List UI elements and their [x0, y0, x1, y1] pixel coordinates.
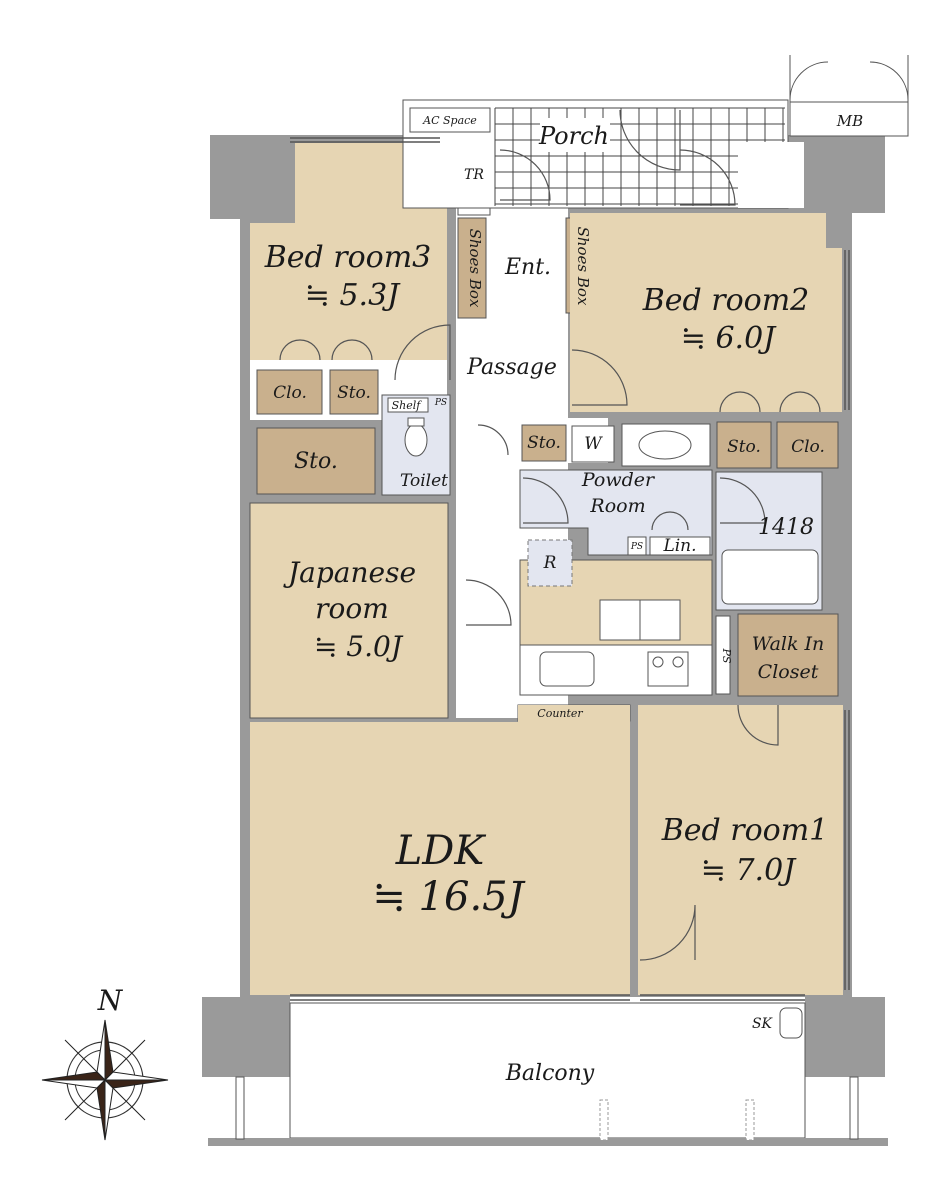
linen-label: Lin. — [662, 536, 696, 556]
sto-bedroom3 — [329, 369, 379, 415]
compass-north-label: N — [97, 984, 124, 1017]
wall-column-sw — [202, 997, 290, 1077]
japanese-room-area — [249, 502, 449, 719]
porch-corner — [738, 142, 804, 208]
drain-right — [745, 1099, 755, 1141]
powder-room-label-1: Powder — [581, 469, 656, 491]
porch-grid — [494, 107, 785, 206]
door-swings — [279, 109, 821, 961]
fridge-space — [527, 539, 573, 587]
walk-in-closet — [737, 613, 839, 697]
balcony-area — [289, 1002, 806, 1139]
clo-bedroom2 — [776, 421, 839, 469]
fridge-label: R — [543, 553, 557, 573]
sto-label-kitchen: Sto. — [527, 433, 561, 453]
bedroom2-area — [570, 213, 842, 412]
balcony-label: Balcony — [505, 1061, 595, 1086]
walk-in-closet-label-1: Walk In — [752, 633, 825, 655]
balcony-post-right — [849, 1076, 859, 1140]
clo-label-bedroom2: Clo. — [791, 437, 825, 457]
burner-icon — [672, 656, 684, 668]
wall-column-ne — [805, 135, 885, 213]
sto-large — [256, 427, 376, 495]
balcony-rail — [208, 1138, 888, 1146]
sto-label-bedroom3: Sto. — [337, 383, 371, 403]
bath-label: 1418 — [758, 515, 814, 540]
shoes-box-right-label: Shoes Box — [574, 227, 592, 306]
ps-label-wic: PS — [720, 648, 733, 664]
bedroom2-name: Bed room2 — [642, 283, 810, 318]
toilet-bowl-icon — [404, 423, 428, 457]
porch-label: Porch — [538, 122, 609, 150]
japanese-room-name-1: Japanese — [283, 556, 416, 589]
basin-icon — [638, 430, 692, 460]
ac-space-label: AC Space — [422, 114, 477, 127]
japanese-room-size: ≒ 5.0J — [314, 630, 404, 663]
shoes-box-left — [457, 217, 487, 319]
linen-box — [649, 536, 711, 556]
mb-doors — [789, 61, 909, 101]
mb-box — [789, 101, 909, 137]
ps-box-wic — [715, 615, 731, 695]
bedroom3-notch — [250, 143, 295, 223]
bathtub — [721, 549, 819, 605]
clo-label-bedroom3: Clo. — [273, 383, 307, 403]
walk-in-closet-label-2: Closet — [758, 661, 819, 683]
stove-icon — [647, 651, 689, 687]
counter-label: Counter — [537, 707, 583, 720]
entrance-label: Ent. — [504, 255, 551, 280]
bedroom1-size: ≒ 7.0J — [701, 853, 797, 888]
clo-bedroom3 — [256, 369, 323, 415]
shoes-box-left-label: Shoes Box — [466, 229, 484, 308]
kitchen-sink-icon — [539, 651, 595, 687]
passage-label: Passage — [466, 355, 557, 380]
ps-label-toilet: PS — [434, 398, 447, 408]
sto-label-bedroom2: Sto. — [727, 437, 761, 457]
burner-icon — [652, 656, 664, 668]
bedroom1-area — [638, 705, 843, 995]
shelf — [387, 397, 429, 413]
sk-sink-icon — [779, 1007, 803, 1039]
ldk-area — [250, 705, 630, 995]
sk-label: SK — [752, 1016, 774, 1032]
windows — [290, 137, 850, 1001]
ldk-size: ≒ 16.5J — [372, 874, 525, 920]
japanese-room-name-2: room — [315, 592, 389, 625]
drain-left — [599, 1099, 609, 1141]
toilet-tank-icon — [407, 417, 425, 427]
bedroom2-size: ≒ 6.0J — [681, 321, 777, 356]
mb-label: MB — [836, 112, 863, 130]
tr-label: TR — [464, 167, 484, 183]
wall-column-se — [805, 997, 885, 1077]
ldk-name: LDK — [395, 828, 487, 874]
toilet-label: Toilet — [400, 471, 448, 491]
shelf-label: Shelf — [392, 399, 423, 412]
washer-box — [571, 425, 615, 463]
porch-label-bg — [540, 118, 610, 152]
powder-room-area — [519, 469, 713, 556]
ps-label-powder: PS — [630, 542, 643, 552]
mb-door-leaves — [789, 55, 909, 102]
bedroom1-name: Bed room1 — [661, 813, 829, 848]
bedroom3-size: ≒ 5.3J — [305, 278, 401, 313]
sto-large-label: Sto. — [294, 449, 338, 474]
powder-room-label-2: Room — [589, 495, 645, 517]
balcony-post-left — [235, 1076, 245, 1140]
north-compass-icon: N — [41, 984, 169, 1141]
bedroom3-name: Bed room3 — [264, 240, 432, 275]
washer-label: W — [584, 434, 603, 454]
ac-space-box — [409, 107, 491, 133]
ps-box-powder — [627, 536, 647, 556]
sto-kitchen — [521, 424, 567, 462]
sto-bedroom2 — [716, 421, 772, 469]
